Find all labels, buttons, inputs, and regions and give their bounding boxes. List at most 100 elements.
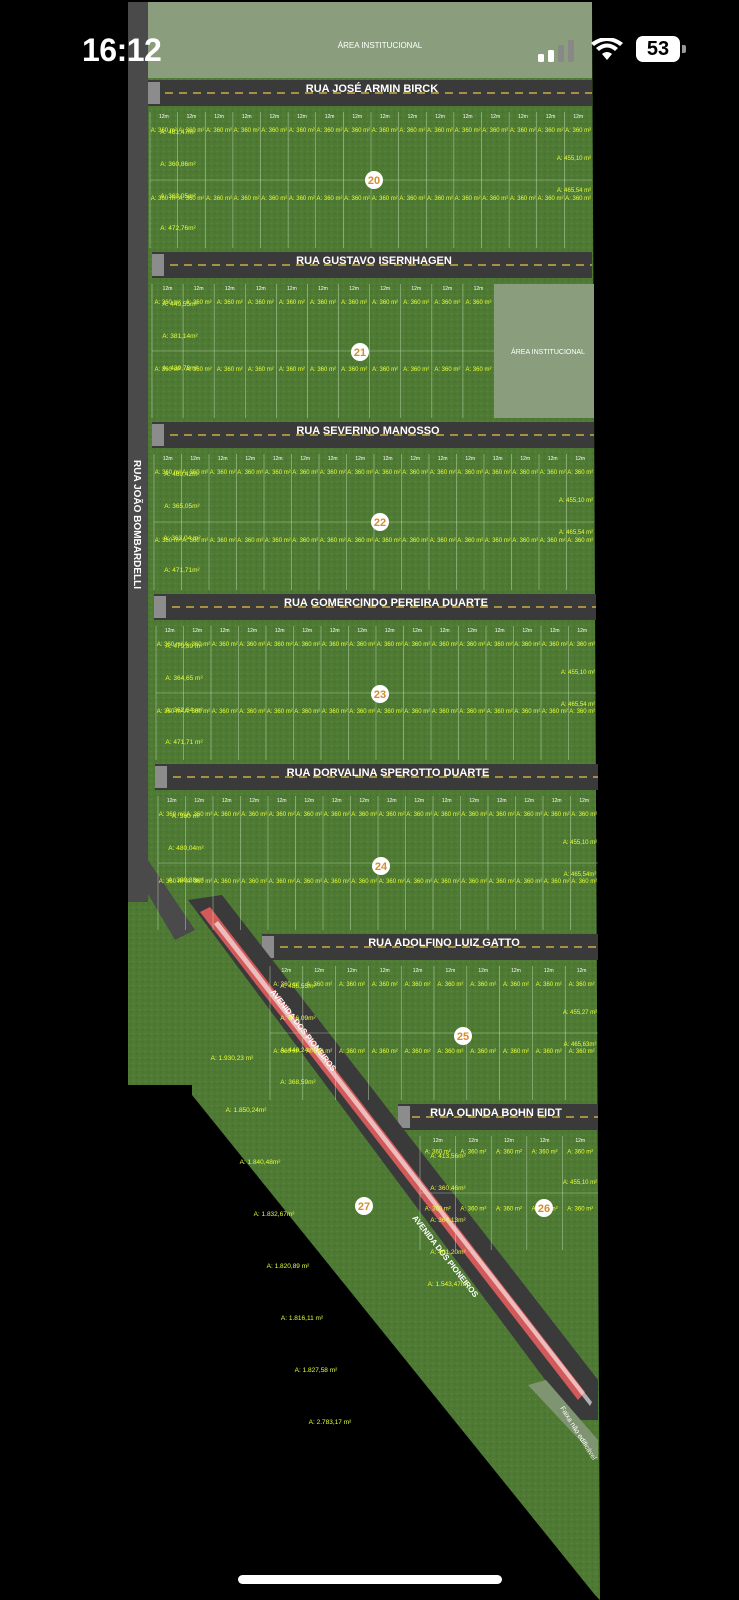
lot-width-label: 12m xyxy=(385,628,395,634)
lot-area-label: A: 360 m² xyxy=(279,367,305,373)
lot-width-label: 12m xyxy=(300,456,310,462)
corner-lot-area: A: 368,59m² xyxy=(280,1079,316,1086)
lot-width-label: 12m xyxy=(273,456,283,462)
lot-area-label: A: 360 m² xyxy=(379,812,405,818)
street-label-rua-dorvalina: RUA DORVALINA SPEROTTO DUARTE xyxy=(287,767,490,779)
lot-area-label: A: 360 m² xyxy=(310,367,336,373)
lot-area-label: A: 360 m² xyxy=(565,128,591,134)
lot-area-label: A: 360 m² xyxy=(457,470,483,476)
lot-width-label: 12m xyxy=(387,798,397,804)
lot-area-label: A: 360 m² xyxy=(514,642,540,648)
lot-area-label: A: 360 m² xyxy=(351,879,377,885)
lot-area-label: A: 360 m² xyxy=(430,470,456,476)
lot-area-label: A: 360 m² xyxy=(248,300,274,306)
lot-width-label: 12m xyxy=(495,628,505,634)
home-indicator[interactable] xyxy=(238,1575,502,1584)
street-rua-dorvalina: RUA DORVALINA SPEROTTO DUARTE xyxy=(155,764,598,790)
lot-width-label: 12m xyxy=(520,456,530,462)
corner-lot-area: A: 1.850,24m² xyxy=(226,1107,268,1114)
lot-area-label: A: 360 m² xyxy=(455,128,481,134)
lot-area-label: A: 360 m² xyxy=(567,1206,593,1212)
site-outline xyxy=(128,2,600,1600)
lot-area-label: A: 360 m² xyxy=(292,538,318,544)
road-rua-joao-bombardelli xyxy=(128,2,148,902)
lot-area-label: A: 360 m² xyxy=(377,709,403,715)
lot-width-label: 12m xyxy=(544,968,554,974)
lot-area-label: A: 360 m² xyxy=(567,1149,593,1155)
lot-area-label: A: 360 m² xyxy=(544,879,570,885)
lot-area-label: A: 360 m² xyxy=(465,367,491,373)
corner-lot-area: A: 399,88m² xyxy=(168,877,204,884)
cellular-signal-icon xyxy=(538,40,574,62)
lot-area-label: A: 360 m² xyxy=(538,128,564,134)
lot-width-label: 12m xyxy=(225,286,235,292)
lot-area-label: A: 360 m² xyxy=(151,196,177,202)
lot-area-label: A: 360 m² xyxy=(237,538,263,544)
street-label-rua-gustavo-isernhagen: RUA GUSTAVO ISERNHAGEN xyxy=(296,255,452,267)
lot-area-label: A: 360 m² xyxy=(294,709,320,715)
lot-area-label: A: 360 m² xyxy=(237,470,263,476)
corner-lot-area: A: 1.840,48m² xyxy=(240,1159,282,1166)
lot-width-label: 12m xyxy=(297,114,307,120)
lot-width-label: 12m xyxy=(435,114,445,120)
lot-width-label: 12m xyxy=(325,114,335,120)
lot-area-label: A: 360 m² xyxy=(349,642,375,648)
lot-width-label: 12m xyxy=(314,968,324,974)
lot-area-label: A: 360 m² xyxy=(372,1049,398,1055)
street-label-rua-jose-armin-birck: RUA JOSÉ ARMIN BIRCK xyxy=(306,82,438,95)
lot-area-label: A: 360 m² xyxy=(489,879,515,885)
lot-width-label: 12m xyxy=(269,114,279,120)
status-bar: 16:12 53 xyxy=(0,0,739,100)
lot-area-label: A: 360 m² xyxy=(296,879,322,885)
lot-area-label: A: 360 m² xyxy=(320,470,346,476)
street-rua-adolfino: RUA ADOLFINO LUIZ GATTO xyxy=(262,934,598,960)
lot-area-label: A: 360 m² xyxy=(339,1049,365,1055)
corner-lot-area: A: 1.816,11 m² xyxy=(281,1315,324,1322)
lot-area-label: A: 360 m² xyxy=(157,709,183,715)
lot-width-label: 12m xyxy=(165,628,175,634)
lot-area-label: A: 360 m² xyxy=(261,128,287,134)
lot-width-label: 12m xyxy=(222,798,232,804)
lot-area-label: A: 360 m² xyxy=(289,128,315,134)
lot-width-label: 12m xyxy=(220,628,230,634)
lot-area-label: A: 360 m² xyxy=(210,470,236,476)
lot-area-label: A: 360 m² xyxy=(403,300,429,306)
lot-area-label: A: 360 m² xyxy=(344,128,370,134)
lot-width-label: 12m xyxy=(349,286,359,292)
lot-area-label: A: 360 m² xyxy=(155,538,181,544)
end-lot-area: A: 455,10 m² xyxy=(563,840,597,846)
lot-area-label: A: 360 m² xyxy=(294,642,320,648)
lot-area-label: A: 360 m² xyxy=(538,196,564,202)
lot-area-label: A: 360 m² xyxy=(532,1149,558,1155)
lot-width-label: 12m xyxy=(194,798,204,804)
lot-width-label: 12m xyxy=(218,456,228,462)
end-lot-area: A: 455,10 m² xyxy=(557,156,591,162)
corner-lot-area: A: 472,76m² xyxy=(160,225,196,232)
lot-area-label: A: 360 m² xyxy=(402,538,428,544)
lot-area-label: A: 360 m² xyxy=(239,709,265,715)
lot-width-label: 12m xyxy=(256,286,266,292)
lot-area-label: A: 360 m² xyxy=(341,300,367,306)
lot-width-label: 12m xyxy=(249,798,259,804)
lot-width-label: 12m xyxy=(463,114,473,120)
wifi-icon xyxy=(591,38,623,60)
end-lot-area: A: 465,54m² xyxy=(564,872,597,878)
institutional-area-top-label: ÁREA INSTITUCIONAL xyxy=(338,41,423,50)
corner-lot-area: A: 1.832,67m² xyxy=(254,1211,296,1218)
lot-area-label: A: 360 m² xyxy=(265,470,291,476)
lot-area-label: A: 360 m² xyxy=(184,642,210,648)
lot-area-label: A: 360 m² xyxy=(377,642,403,648)
block-number: 26 xyxy=(538,1203,550,1215)
end-lot-area: A: 455,27 m² xyxy=(563,1010,597,1016)
block-marker xyxy=(454,1027,472,1045)
lot-area-label: A: 360 m² xyxy=(347,470,373,476)
street-rua-gomercindo: RUA GOMERCINDO PEREIRA DUARTE xyxy=(154,594,596,620)
lot-area-label: A: 360 m² xyxy=(269,879,295,885)
lot-area-label: A: 360 m² xyxy=(212,709,238,715)
lot-area-label: A: 360 m² xyxy=(273,1049,299,1055)
lot-width-label: 12m xyxy=(467,628,477,634)
lot-area-label: A: 360 m² xyxy=(344,196,370,202)
lot-width-label: 12m xyxy=(490,114,500,120)
